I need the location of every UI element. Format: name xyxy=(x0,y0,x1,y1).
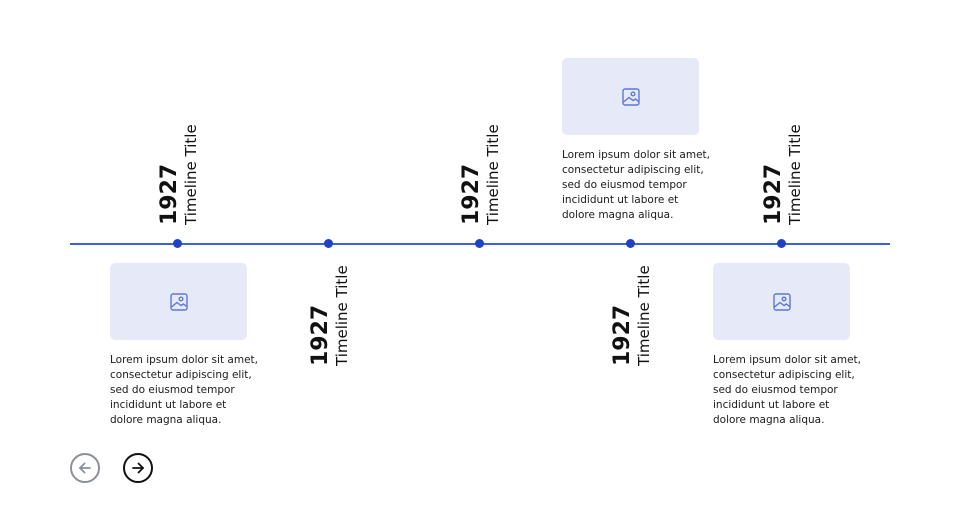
image-placeholder xyxy=(713,263,850,340)
timeline-label: 1927 Timeline Title xyxy=(761,124,804,225)
image-placeholder xyxy=(110,263,247,340)
timeline-dot[interactable] xyxy=(324,239,333,248)
image-icon xyxy=(772,292,791,311)
image-icon xyxy=(169,292,188,311)
image-icon xyxy=(621,87,640,106)
image-placeholder xyxy=(562,58,699,135)
previous-button[interactable] xyxy=(70,453,100,483)
timeline-label: 1927 Timeline Title xyxy=(459,124,502,225)
timeline-year: 1927 xyxy=(459,163,484,225)
arrow-left-icon xyxy=(79,462,91,474)
card-description: Lorem ipsum dolor sit amet, consectetur … xyxy=(110,354,258,426)
timeline-dot[interactable] xyxy=(777,239,786,248)
timeline-year: 1927 xyxy=(761,163,786,225)
card-description: Lorem ipsum dolor sit amet, consectetur … xyxy=(713,354,861,426)
card-description: Lorem ipsum dolor sit amet, consectetur … xyxy=(562,149,710,221)
timeline-dot[interactable] xyxy=(626,239,635,248)
timeline-label: 1927 Timeline Title xyxy=(157,124,200,225)
timeline-title: Timeline Title xyxy=(786,124,804,225)
arrow-right-icon xyxy=(132,462,144,474)
timeline-title: Timeline Title xyxy=(484,124,502,225)
timeline-label: 1927 Timeline Title xyxy=(308,265,351,366)
timeline-dot[interactable] xyxy=(475,239,484,248)
next-button[interactable] xyxy=(123,453,153,483)
timeline-title: Timeline Title xyxy=(635,265,653,366)
timeline-dot[interactable] xyxy=(173,239,182,248)
timeline-year: 1927 xyxy=(610,304,635,366)
timeline-title: Timeline Title xyxy=(182,124,200,225)
timeline-label: 1927 Timeline Title xyxy=(610,265,653,366)
timeline-year: 1927 xyxy=(308,304,333,366)
timeline-year: 1927 xyxy=(157,163,182,225)
timeline-title: Timeline Title xyxy=(333,265,351,366)
